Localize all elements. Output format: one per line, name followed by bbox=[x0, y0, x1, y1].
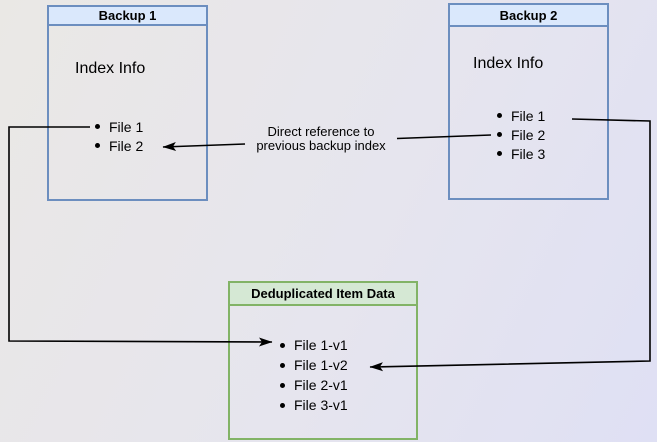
backup2-section-label: Index Info bbox=[473, 55, 544, 72]
dedup-store-node: Deduplicated Item Data File 1-v1 File 1-… bbox=[228, 281, 418, 440]
list-item: File 1 bbox=[95, 117, 143, 136]
backup2-title: Backup 2 bbox=[450, 5, 607, 27]
edge-label: Direct reference to previous backup inde… bbox=[211, 125, 431, 153]
list-item: File 1-v1 bbox=[280, 335, 348, 355]
bullet-icon bbox=[497, 132, 502, 137]
file-label: File 2 bbox=[511, 126, 546, 143]
bullet-icon bbox=[280, 362, 285, 368]
list-item: File 3-v1 bbox=[280, 395, 348, 415]
bullet-icon bbox=[497, 113, 502, 118]
file-label: File 3 bbox=[511, 145, 546, 162]
file-label: File 1-v1 bbox=[294, 337, 348, 353]
backup2-file-list: File 1 File 2 File 3 bbox=[497, 106, 545, 163]
list-item: File 3 bbox=[497, 144, 545, 163]
bullet-icon bbox=[280, 402, 285, 408]
list-item: File 2 bbox=[497, 125, 545, 144]
file-label: File 1-v2 bbox=[294, 357, 348, 373]
backup1-file-list: File 1 File 2 bbox=[95, 117, 143, 155]
backup1-title: Backup 1 bbox=[49, 7, 206, 26]
file-label: File 2 bbox=[109, 137, 144, 154]
backup2-node: Backup 2 Index Info File 1 File 2 File 3 bbox=[448, 3, 609, 200]
file-label: File 3-v1 bbox=[294, 397, 348, 413]
list-item: File 2 bbox=[95, 136, 143, 155]
backup1-node: Backup 1 Index Info File 1 File 2 bbox=[47, 5, 208, 201]
bullet-icon bbox=[497, 151, 502, 156]
bullet-icon bbox=[280, 382, 285, 388]
file-label: File 2-v1 bbox=[294, 377, 348, 393]
edge-label-line2: previous backup index bbox=[256, 138, 386, 153]
bullet-icon bbox=[280, 342, 285, 348]
bullet-icon bbox=[95, 124, 100, 129]
list-item: File 2-v1 bbox=[280, 375, 348, 395]
file-label: File 1 bbox=[511, 107, 546, 124]
bullet-icon bbox=[95, 143, 100, 148]
edge-label-line1: Direct reference to bbox=[267, 124, 375, 139]
dedup-file-list: File 1-v1 File 1-v2 File 2-v1 File 3-v1 bbox=[280, 335, 348, 415]
list-item: File 1-v2 bbox=[280, 355, 348, 375]
backup1-section-label: Index Info bbox=[75, 60, 146, 77]
file-label: File 1 bbox=[109, 118, 144, 135]
list-item: File 1 bbox=[497, 106, 545, 125]
dedup-store-title: Deduplicated Item Data bbox=[230, 283, 416, 306]
